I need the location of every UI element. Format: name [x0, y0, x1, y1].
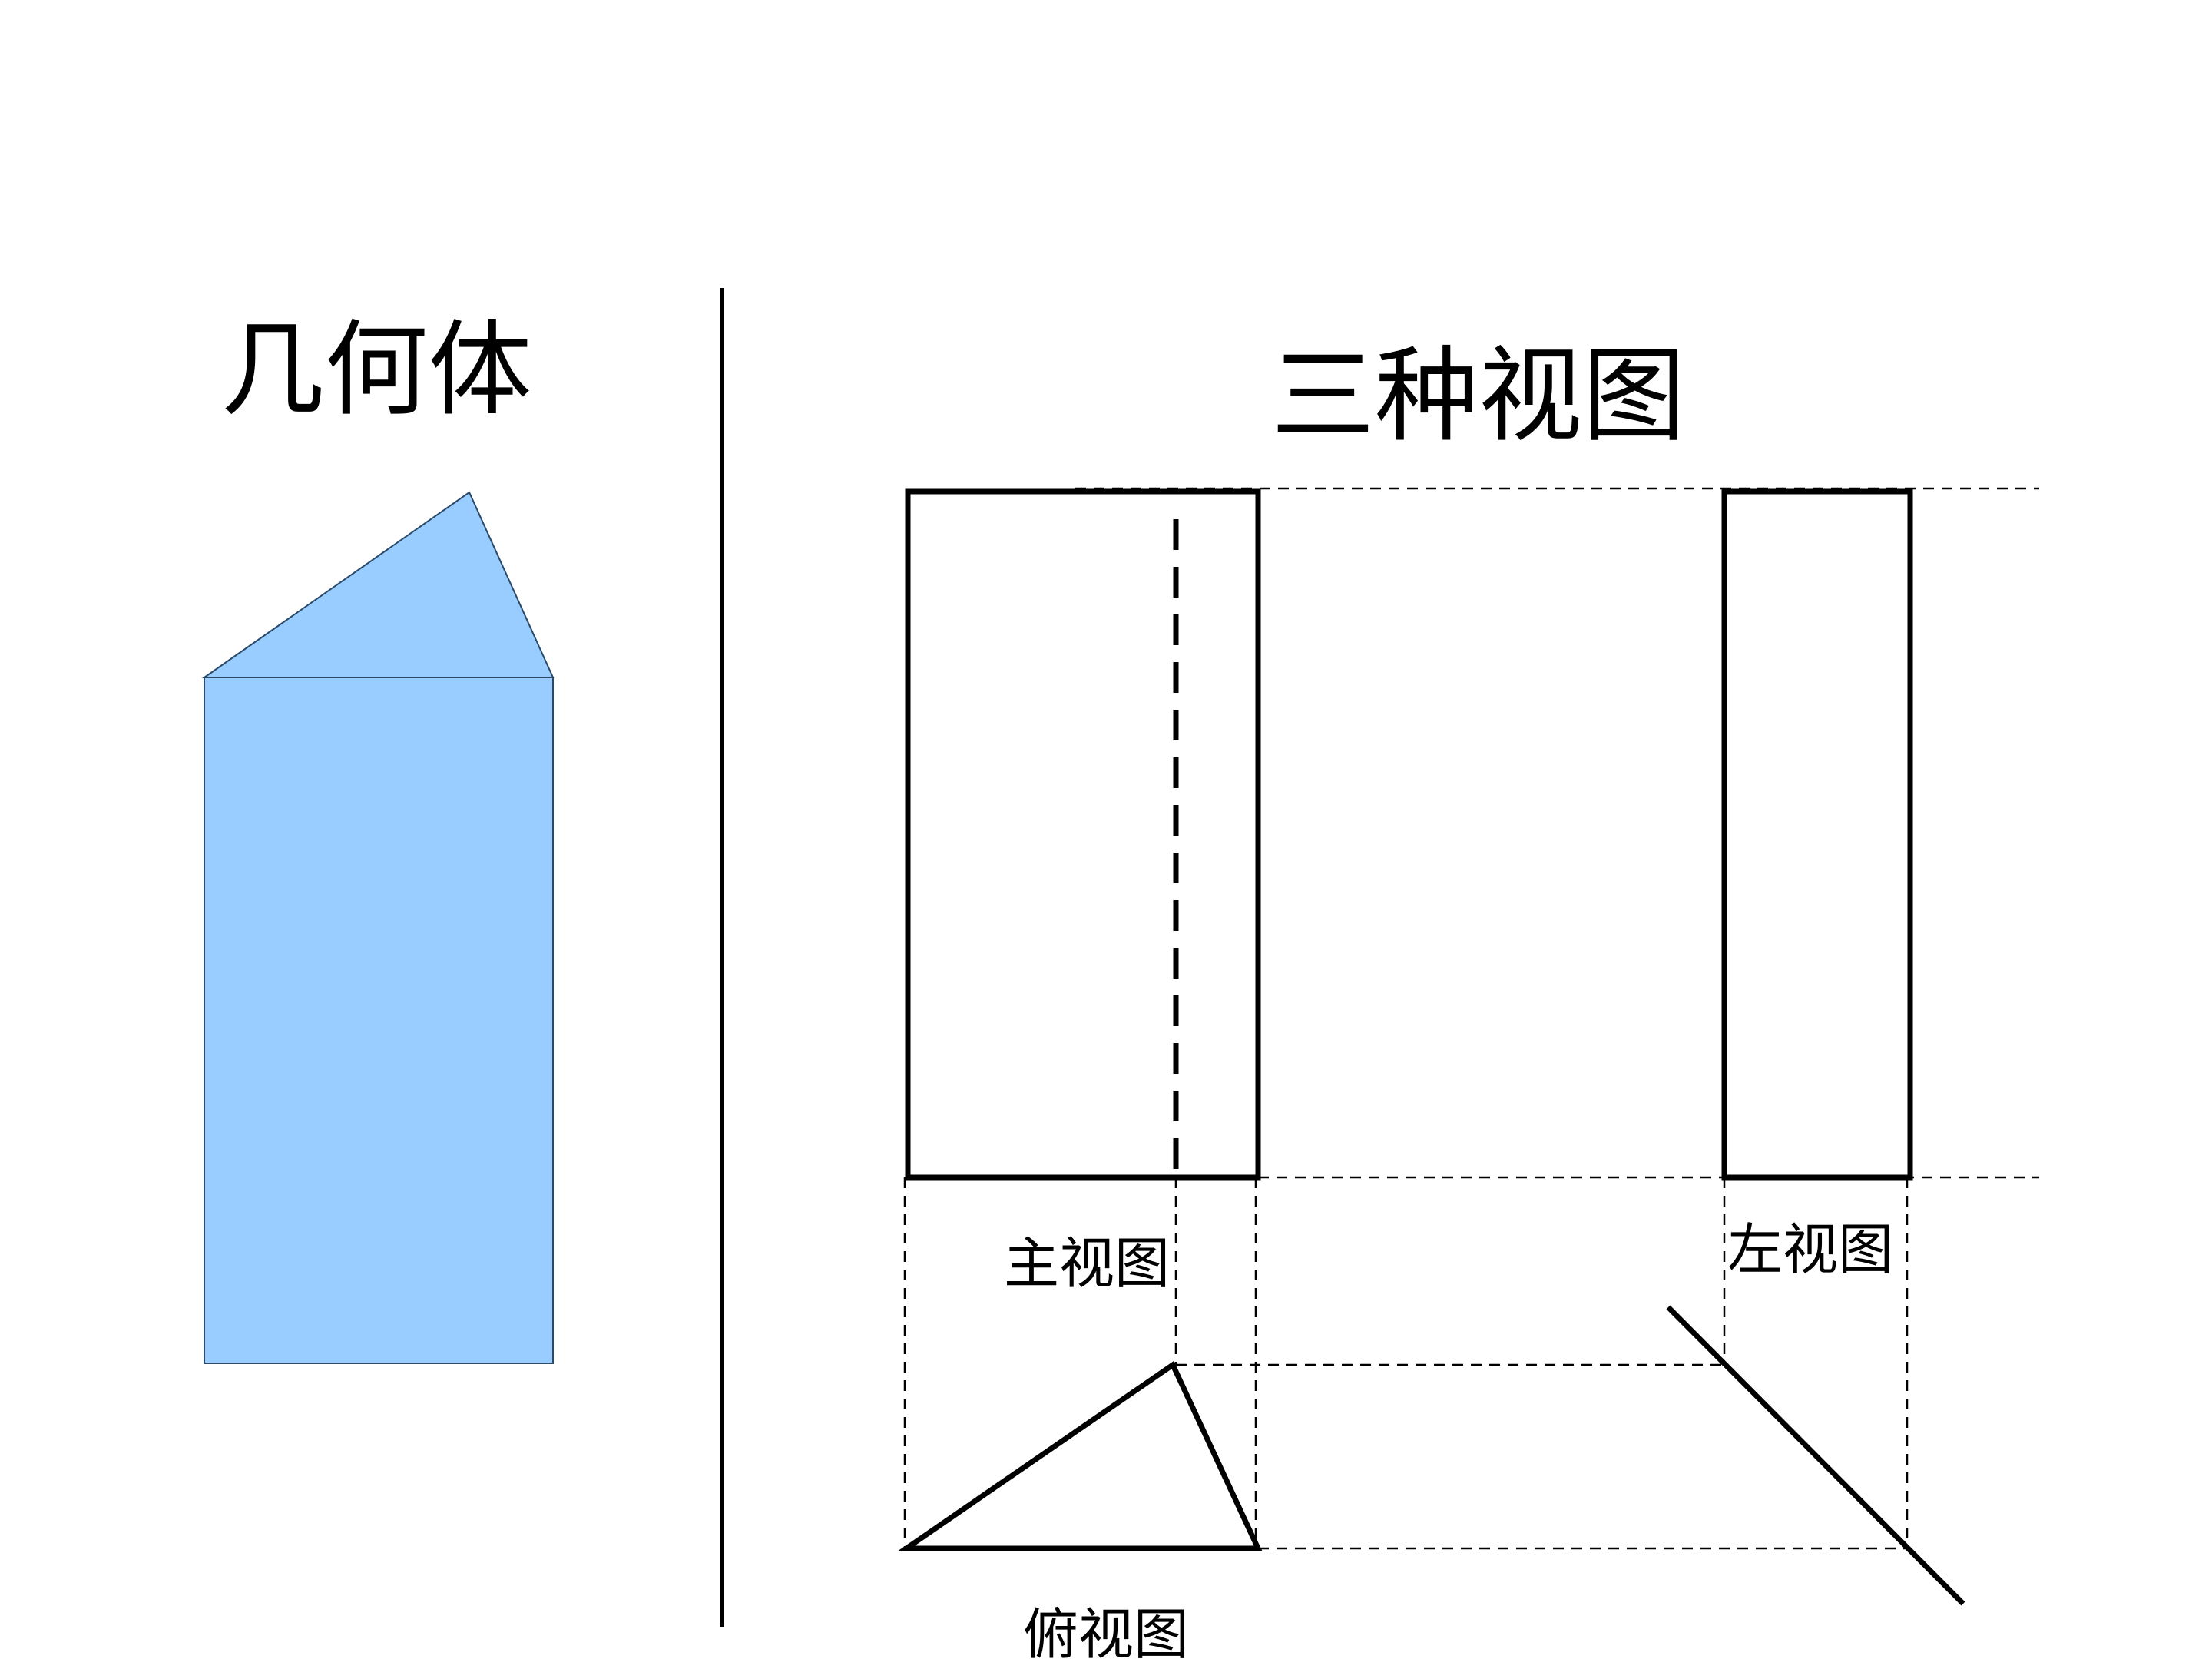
prism-front-face: [204, 677, 554, 1364]
auxiliary-45-degree-line: [1666, 1305, 1965, 1606]
top-view-label: 俯视图: [1023, 1602, 1189, 1659]
front-view: [905, 488, 1261, 1181]
front-view-rectangle: [905, 488, 1261, 1181]
left-view-label: 左视图: [1727, 1217, 1893, 1282]
left-view-rectangle: [1721, 488, 1913, 1181]
top-view-triangle: [897, 1360, 1263, 1551]
projection-lines: [903, 487, 2039, 1550]
prism-top-face: [201, 491, 555, 678]
front-view-label: 主视图: [1004, 1231, 1170, 1296]
triangular-prism-solid: [201, 491, 555, 1364]
views-title: 三种视图: [1271, 336, 1686, 456]
solid-title: 几何体: [221, 310, 532, 430]
